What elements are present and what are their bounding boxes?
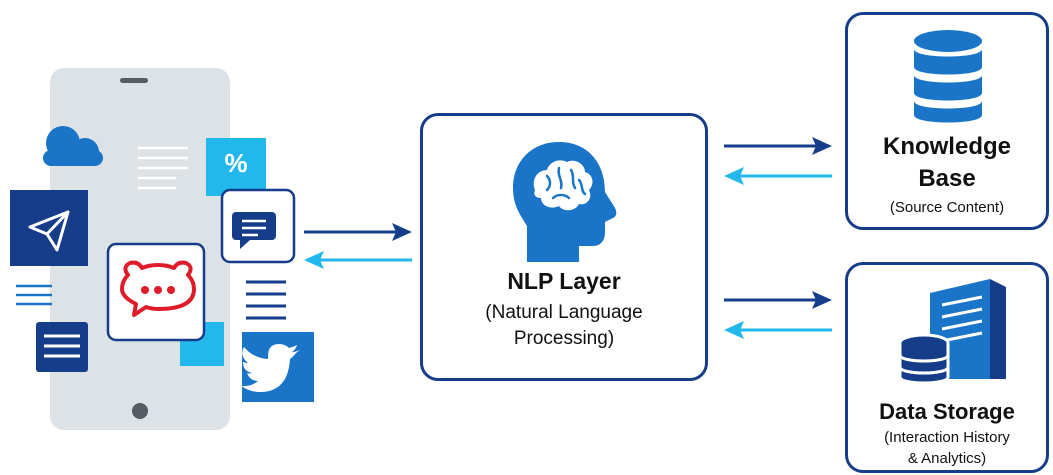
arrow-to-storage xyxy=(724,291,832,309)
cloud-icon xyxy=(43,126,103,166)
arrows-nlp-storage xyxy=(724,291,832,339)
database-icon xyxy=(914,30,982,123)
nlp-layer-box: NLP Layer (Natural Language Processing) xyxy=(420,113,708,381)
rocketchat-icon xyxy=(120,260,196,317)
nlp-subtitle-line2: Processing) xyxy=(513,328,615,349)
text-lines-top xyxy=(138,146,188,190)
percent-icon: % xyxy=(224,148,248,178)
brain-head-icon xyxy=(513,142,617,262)
nlp-title: NLP Layer xyxy=(507,268,621,294)
phone-speaker xyxy=(120,78,148,83)
text-lines-right xyxy=(246,280,286,320)
arrow-to-knowledge xyxy=(724,137,832,155)
arrow-from-knowledge xyxy=(724,167,832,185)
knowledge-base-box: Knowledge Base (Source Content) xyxy=(845,12,1049,230)
send-tile xyxy=(10,190,88,266)
storage-subtitle-line2: & Analytics) xyxy=(907,450,987,467)
data-storage-box: Data Storage (Interaction History & Anal… xyxy=(845,262,1049,473)
phone-cluster: % xyxy=(0,0,340,475)
twitter-icon xyxy=(241,344,300,392)
nlp-subtitle-line1: (Natural Language xyxy=(485,302,643,323)
knowledge-title-line1: Knowledge xyxy=(882,133,1011,160)
text-lines-left xyxy=(16,284,52,306)
percent-tile xyxy=(206,138,266,196)
knowledge-title-line2: Base xyxy=(918,165,976,192)
phone-home-button xyxy=(132,403,148,419)
arrow-from-storage xyxy=(724,321,832,339)
knowledge-subtitle: (Source Content) xyxy=(889,199,1005,216)
storage-subtitle-line1: (Interaction History xyxy=(884,429,1010,446)
send-icon xyxy=(28,210,70,252)
storage-title: Data Storage xyxy=(879,399,1015,424)
arrows-phone-nlp xyxy=(304,223,412,269)
chat-icon xyxy=(232,212,276,249)
server-icon xyxy=(898,279,1006,385)
arrow-to-nlp xyxy=(304,223,412,241)
arrow-from-nlp xyxy=(304,251,412,269)
arrows-nlp-knowledge xyxy=(724,137,832,185)
list-icon xyxy=(44,334,80,358)
